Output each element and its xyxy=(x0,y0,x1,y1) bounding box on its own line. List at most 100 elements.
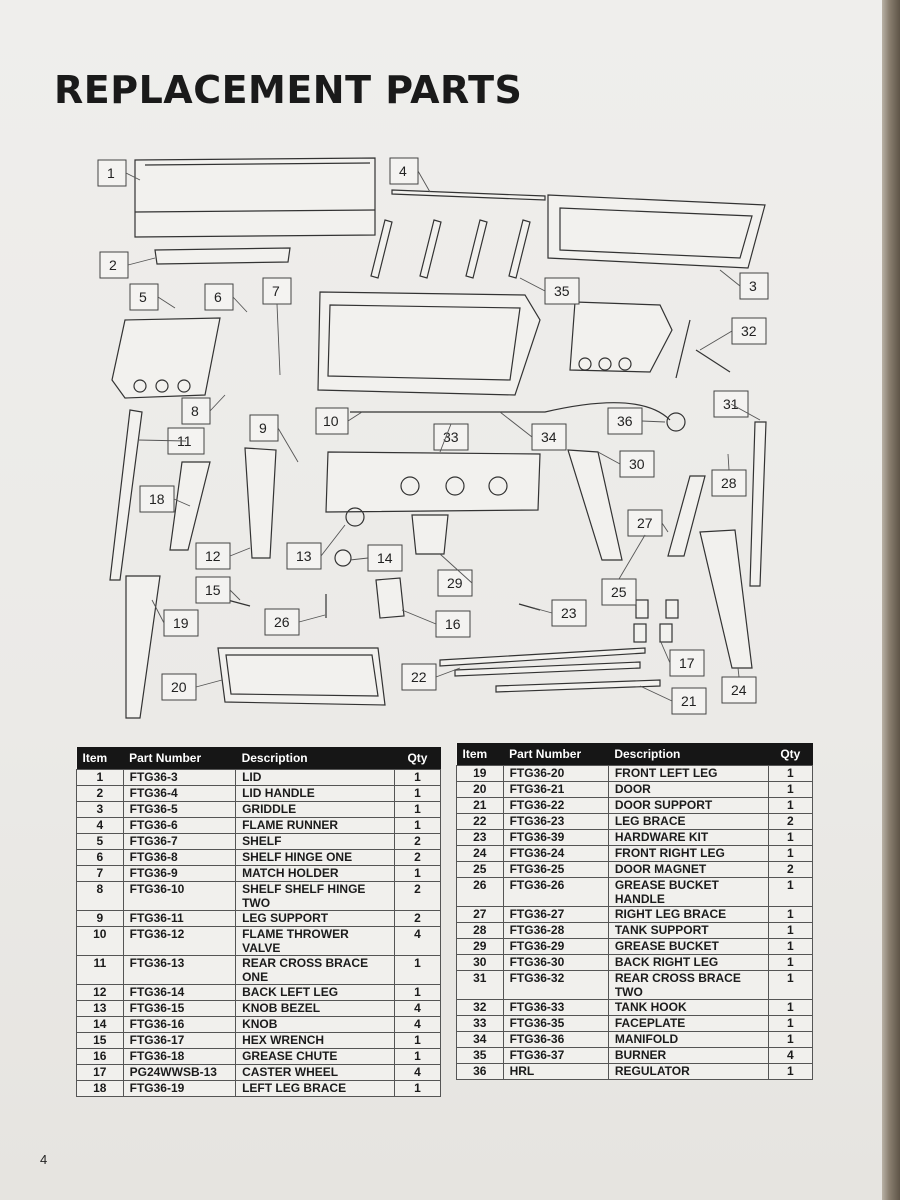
header-description: Description xyxy=(235,747,395,770)
part-number-cell: FTG36-20 xyxy=(502,765,609,782)
svg-text:34: 34 xyxy=(541,429,557,445)
callout-30: 30 xyxy=(619,450,655,478)
item-cell: 16 xyxy=(76,1048,124,1065)
item-cell: 36 xyxy=(456,1063,504,1080)
qty-cell: 4 xyxy=(393,1064,442,1081)
item-cell: 25 xyxy=(456,861,504,878)
qty-cell: 1 xyxy=(393,865,442,882)
item-cell: 12 xyxy=(76,984,124,1001)
item-cell: 29 xyxy=(456,938,504,955)
item-cell: 15 xyxy=(76,1032,124,1049)
part-number-cell: FTG36-13 xyxy=(122,955,237,985)
callout-18: 18 xyxy=(139,485,175,513)
qty-cell: 1 xyxy=(767,906,814,923)
svg-text:31: 31 xyxy=(723,396,739,412)
part-number-cell: FTG36-5 xyxy=(122,801,237,818)
part-number-cell: FTG36-4 xyxy=(122,785,237,802)
qty-cell: 4 xyxy=(393,1016,442,1033)
description-cell: FRONT RIGHT LEG xyxy=(607,845,769,862)
item-cell: 22 xyxy=(456,813,504,830)
item-cell: 19 xyxy=(456,765,504,782)
description-cell: TANK HOOK xyxy=(607,999,769,1016)
qty-cell: 2 xyxy=(767,813,814,830)
item-cell: 7 xyxy=(76,865,124,882)
item-cell: 13 xyxy=(76,1000,124,1017)
qty-cell: 1 xyxy=(393,984,442,1001)
qty-cell: 1 xyxy=(767,845,814,862)
part-number-cell: HRL xyxy=(502,1063,609,1080)
description-cell: SHELF xyxy=(235,833,395,850)
qty-cell: 1 xyxy=(767,970,814,1000)
part-number-cell: FTG36-35 xyxy=(502,1015,609,1032)
qty-cell: 1 xyxy=(393,1080,442,1097)
description-cell: CASTER WHEEL xyxy=(235,1064,395,1081)
svg-text:18: 18 xyxy=(149,491,165,507)
part-number-cell: FTG36-11 xyxy=(122,910,237,927)
qty-cell: 1 xyxy=(767,829,814,846)
item-cell: 21 xyxy=(456,797,504,814)
svg-text:7: 7 xyxy=(272,283,280,299)
callout-32: 32 xyxy=(731,317,767,345)
qty-cell: 1 xyxy=(393,801,442,818)
svg-text:29: 29 xyxy=(447,575,463,591)
item-cell: 3 xyxy=(76,801,124,818)
description-cell: SHELF SHELF HINGE TWO xyxy=(235,881,395,911)
callout-24: 24 xyxy=(721,676,757,704)
part-number-cell: FTG36-32 xyxy=(502,970,609,1000)
callout-15: 15 xyxy=(195,576,231,604)
callout-35: 35 xyxy=(544,277,580,305)
description-cell: RIGHT LEG BRACE xyxy=(607,906,769,923)
part-number-cell: FTG36-7 xyxy=(122,833,237,850)
description-cell: LID HANDLE xyxy=(235,785,395,802)
svg-text:15: 15 xyxy=(205,582,221,598)
description-cell: HARDWARE KIT xyxy=(607,829,769,846)
description-cell: DOOR SUPPORT xyxy=(607,797,769,814)
part-number-cell: FTG36-12 xyxy=(122,926,237,956)
description-cell: KNOB xyxy=(235,1016,395,1033)
qty-cell: 1 xyxy=(767,938,814,955)
qty-cell: 4 xyxy=(767,1047,814,1064)
description-cell: LEG BRACE xyxy=(607,813,769,830)
svg-text:5: 5 xyxy=(139,289,147,305)
description-cell: LEG SUPPORT xyxy=(235,910,395,927)
header-item: Item xyxy=(456,743,504,766)
callout-17: 17 xyxy=(669,649,705,677)
callout-19: 19 xyxy=(163,609,199,637)
lid-drawing xyxy=(134,157,376,238)
part-number-cell: FTG36-18 xyxy=(122,1048,237,1065)
callout-4: 4 xyxy=(389,157,419,185)
svg-text:16: 16 xyxy=(445,616,461,632)
svg-text:13: 13 xyxy=(296,548,312,564)
svg-text:1: 1 xyxy=(107,165,115,181)
svg-text:19: 19 xyxy=(173,615,189,631)
legs-drawing xyxy=(109,409,767,719)
qty-cell: 1 xyxy=(767,999,814,1016)
callout-21: 21 xyxy=(671,687,707,715)
description-cell: GREASE BUCKET xyxy=(607,938,769,955)
svg-text:12: 12 xyxy=(205,548,221,564)
svg-text:22: 22 xyxy=(411,669,427,685)
part-number-cell: FTG36-24 xyxy=(502,845,609,862)
svg-text:33: 33 xyxy=(443,429,459,445)
description-cell: TANK SUPPORT xyxy=(607,922,769,939)
item-cell: 35 xyxy=(456,1047,504,1064)
callout-13: 13 xyxy=(286,542,322,570)
item-cell: 18 xyxy=(76,1080,124,1097)
manifold-drawing xyxy=(350,402,686,432)
item-cell: 6 xyxy=(76,849,124,866)
